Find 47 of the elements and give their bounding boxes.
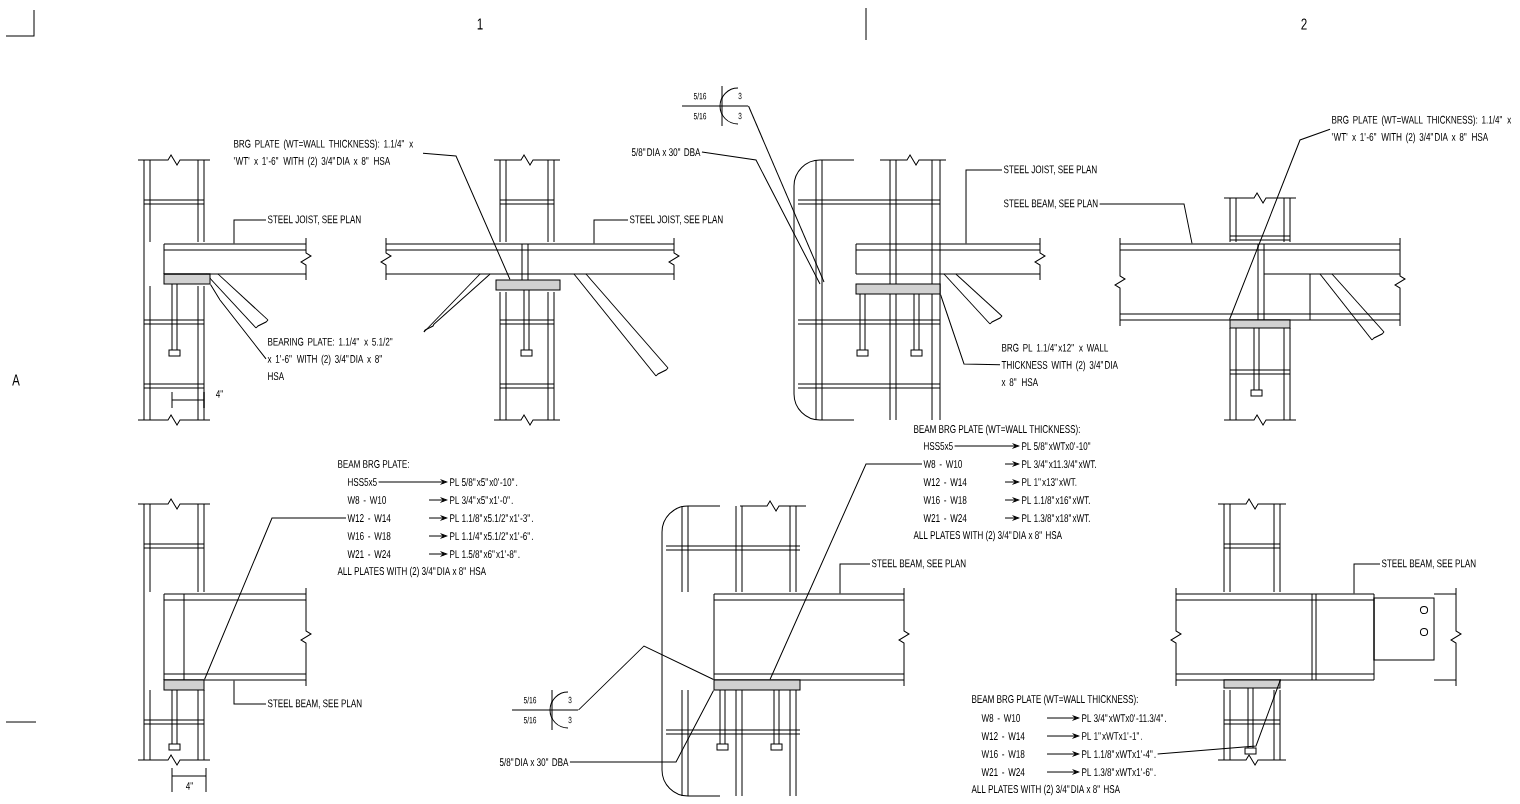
arrow [1004, 515, 1020, 521]
sheet-reference-text: 1 [477, 18, 483, 30]
bearing-plate [713, 679, 801, 691]
leader-line [233, 680, 267, 705]
arrow [1046, 769, 1080, 775]
leader-line [748, 105, 825, 283]
leader-line [1353, 563, 1381, 594]
bearing-plate [855, 283, 941, 295]
arrow [1046, 751, 1080, 757]
leader-line [940, 294, 1001, 366]
steel-member [1170, 587, 1375, 687]
arrow [1046, 733, 1080, 739]
leader-line [593, 219, 629, 244]
sheet-reference-text: 2 [1301, 18, 1307, 30]
leader-line [569, 690, 714, 763]
leader-line [1099, 203, 1193, 244]
steel-member [1114, 237, 1406, 327]
leader-line [233, 219, 267, 244]
steel-member [163, 587, 312, 687]
leader-line [769, 463, 923, 680]
arrow [1004, 479, 1020, 485]
leader-line [839, 563, 871, 594]
leader-line [1157, 679, 1281, 755]
arrow [1004, 461, 1020, 467]
leader-line [965, 169, 1003, 244]
steel-member [713, 587, 910, 687]
steel-member [855, 237, 1046, 281]
leader-line [422, 152, 511, 280]
arrow [954, 443, 1020, 449]
sheet-reference-text: A [12, 374, 20, 386]
arrow [428, 551, 448, 557]
leader-line [204, 517, 347, 680]
arrow [428, 497, 448, 503]
steel-member [163, 237, 312, 281]
bearing-plate [163, 679, 205, 691]
bearing-plate [163, 273, 211, 285]
bearing-plate [495, 279, 561, 291]
leader-line [1229, 128, 1331, 320]
leader-line [210, 284, 267, 360]
arrow [428, 533, 448, 539]
arrow [378, 479, 448, 485]
leader-line [701, 151, 821, 285]
arrow [428, 515, 448, 521]
arrow [1046, 715, 1080, 721]
arrow [1004, 497, 1020, 503]
leader-line [578, 645, 714, 711]
steel-member [380, 237, 680, 281]
